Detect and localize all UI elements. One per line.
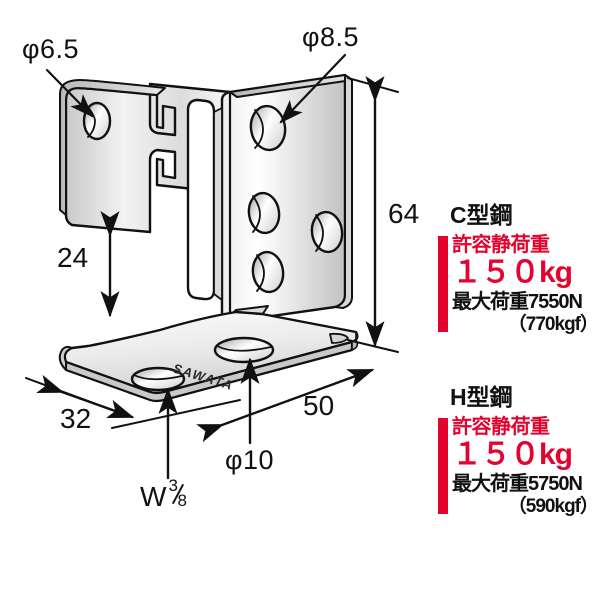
leader-phi65 xyxy=(45,68,94,118)
thread-denominator: 8 xyxy=(177,491,187,510)
allowable-load-label-h-steel: 許容静荷重 xyxy=(452,416,550,438)
thread-numerator: 3 xyxy=(168,476,178,495)
allowable-load-value-h-steel: １５０kg xyxy=(452,438,573,472)
max-load-h-steel: 最大荷重5750N xyxy=(452,473,583,496)
spec-panel-h-steel: H型鋼 許容静荷重 １５０kg 最大荷重5750N （590kgf） xyxy=(438,378,600,518)
max-load-c-steel: 最大荷重7550N xyxy=(452,291,583,314)
max-load-kgf-h-steel: （590kgf） xyxy=(507,496,599,518)
dimension-label-64: 64 xyxy=(388,198,420,229)
dimension-label-phi65: φ6.5 xyxy=(22,34,80,64)
spec-panel-c-steel: C型鋼 許容静荷重 １５０kg 最大荷重7550N （770kgf） xyxy=(438,196,600,336)
dimension-label-50: 50 xyxy=(303,390,335,421)
thread-prefix: W xyxy=(140,481,167,512)
dimline-50 xyxy=(196,368,375,443)
dimension-label-phi85: φ8.5 xyxy=(302,22,360,52)
dimension-label-24: 24 xyxy=(57,242,89,273)
accent-bar-h-steel xyxy=(438,418,448,514)
allowable-load-label-c-steel: 許容静荷重 xyxy=(452,234,550,256)
max-load-kgf-c-steel: （770kgf） xyxy=(507,314,599,336)
spec-body-h-steel: 許容静荷重 １５０kg 最大荷重5750N （590kgf） xyxy=(438,416,600,518)
accent-bar-c-steel xyxy=(438,236,448,332)
spec-body-c-steel: 許容静荷重 １５０kg 最大荷重7550N （770kgf） xyxy=(438,234,600,336)
spec-title-h-steel: H型鋼 xyxy=(450,384,513,410)
dimension-label-phi10: φ10 xyxy=(225,445,275,475)
spec-title-c-steel: C型鋼 xyxy=(450,202,513,228)
dimension-label-32: 32 xyxy=(60,403,92,434)
leader-phi85 xyxy=(279,53,347,124)
allowable-load-value-c-steel: １５０kg xyxy=(452,256,573,290)
